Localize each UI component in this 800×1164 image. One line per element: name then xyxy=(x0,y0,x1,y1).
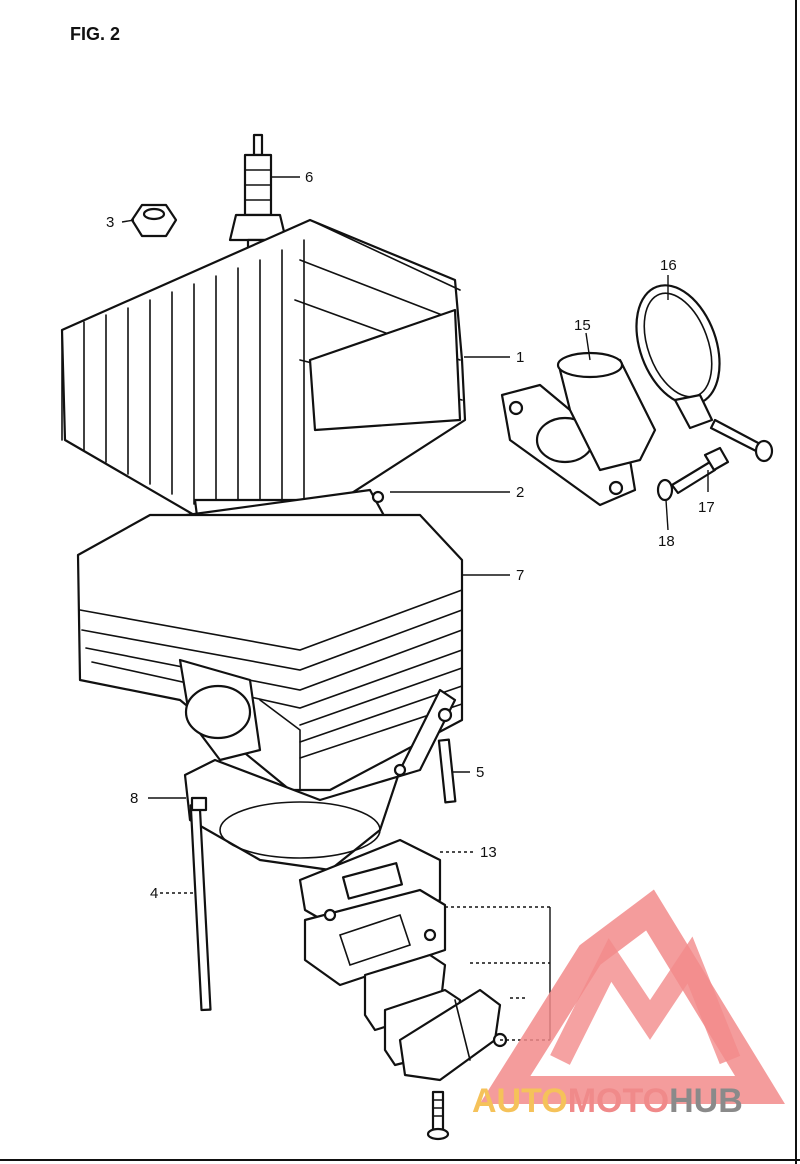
clamp-screw xyxy=(709,418,774,463)
watermark-text: AUTOMOTOHUB xyxy=(472,1082,743,1120)
cylinder-head-nut xyxy=(130,203,178,238)
leader-lines xyxy=(121,176,709,1041)
part-label-6: 6 xyxy=(305,169,313,186)
part-label-15: 15 xyxy=(574,317,591,334)
part-label-7: 7 xyxy=(516,567,524,584)
part-label-5: 5 xyxy=(476,764,484,781)
manifold-washer xyxy=(656,478,674,502)
manifold-bolt xyxy=(670,446,730,495)
part-label-1: 1 xyxy=(516,349,524,366)
intake-manifold xyxy=(500,351,657,507)
part-label-16: 16 xyxy=(660,257,677,274)
cylinder-stud-long xyxy=(189,796,212,1012)
cylinder-head xyxy=(60,218,467,542)
cylinder-stud-short xyxy=(437,738,457,804)
figure-label: FIG. 2 xyxy=(70,24,120,44)
hose-clamp xyxy=(635,284,721,430)
part-label-17: 17 xyxy=(698,499,715,516)
cylinder-base-gasket xyxy=(183,688,457,872)
reed-valve-screw xyxy=(426,1090,450,1141)
part-label-2: 2 xyxy=(516,484,524,501)
automotohub-logo: AUTOMOTOHUB xyxy=(472,889,785,1120)
part-label-4: 4 xyxy=(150,885,158,902)
part-label-8: 8 xyxy=(130,790,138,807)
part-label-18: 18 xyxy=(658,533,675,550)
part-labels: 6 3 1 2 7 8 4 5 13 15 16 17 18 xyxy=(106,169,715,902)
part-label-13: 13 xyxy=(480,844,497,861)
part-label-3: 3 xyxy=(106,214,114,231)
cylinder-block xyxy=(76,513,464,792)
